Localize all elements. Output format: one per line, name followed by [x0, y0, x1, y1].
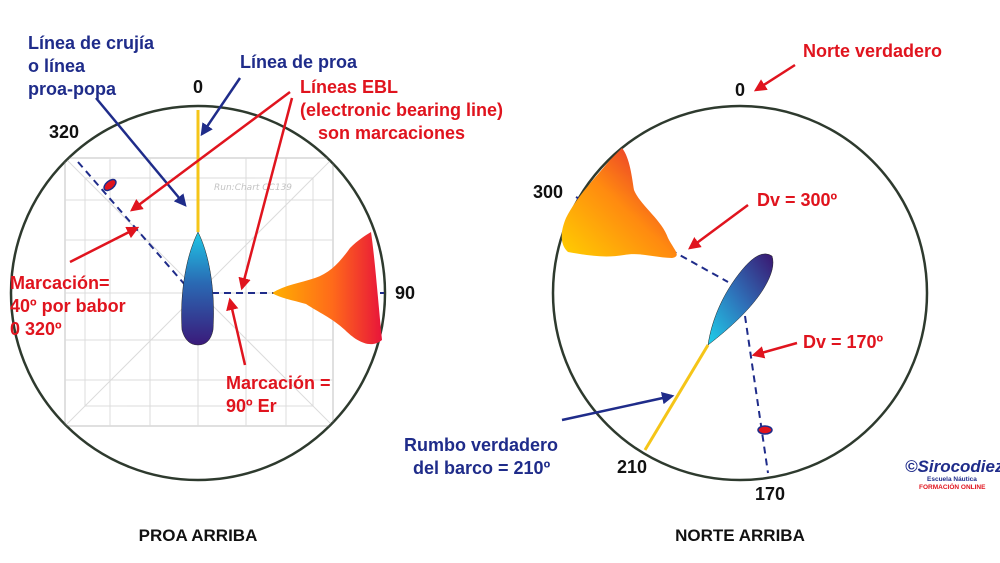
rumbo-arrow: [561, 392, 675, 422]
right-bearing-170: 170: [755, 484, 785, 504]
proa-label: Línea de proa: [240, 52, 358, 72]
ebl-arrow-320: [129, 90, 291, 212]
logo-school: Escuela Náutica: [927, 476, 977, 483]
land-echo-090: [272, 232, 382, 345]
norte-arrow: [753, 63, 796, 92]
rumbo-label-2: del barco = 210º: [413, 458, 551, 478]
logo-online: FORMACIÓN ONLINE: [919, 482, 986, 491]
dv300-arrow: [687, 203, 749, 250]
marcacion-babor-arrow: [69, 226, 140, 264]
land-echo-300: [561, 148, 677, 258]
target-170: [757, 425, 773, 435]
crujia-label-2: o línea: [28, 56, 86, 76]
heading-line-210: [643, 344, 710, 451]
norte-label: Norte verdadero: [803, 41, 942, 61]
left-bearing-90: 90: [395, 283, 415, 303]
proa-arrow: [200, 77, 242, 137]
marcacion-er-label-1: Marcación =: [226, 373, 331, 393]
sirocodiez-logo: ©Sirocodiez Escuela Náutica FORMACIÓN ON…: [905, 457, 1000, 491]
left-radar: Run:Chart CC139 0 320 90 Línea de crujía…: [9, 33, 503, 545]
marcacion-babor-label-3: 0 320º: [10, 319, 62, 339]
right-radar: 0 300 210 170 Norte verdadero Dv = 300º …: [404, 41, 942, 545]
right-caption: NORTE ARRIBA: [675, 526, 805, 545]
right-bearing-210: 210: [617, 457, 647, 477]
dv300-label: Dv = 300º: [757, 190, 838, 210]
own-ship-right: [707, 253, 774, 346]
own-ship-left: [181, 231, 214, 346]
crujia-arrow: [95, 97, 187, 207]
left-bearing-320: 320: [49, 122, 79, 142]
target-320: [103, 178, 117, 192]
left-caption: PROA ARRIBA: [139, 526, 258, 545]
marcacion-er-label-2: 90º Er: [226, 396, 277, 416]
ebl-arrow-090: [238, 97, 294, 291]
ebl-label-2: (electronic bearing line): [300, 100, 503, 120]
marcacion-babor-label-1: Marcación=: [10, 273, 110, 293]
right-bearing-300: 300: [533, 182, 563, 202]
dv170-label: Dv = 170º: [803, 332, 884, 352]
ebl-label-1: Líneas EBL: [300, 77, 398, 97]
ebl-label-3: son marcaciones: [318, 123, 465, 143]
crujia-label-3: proa-popa: [28, 79, 117, 99]
rumbo-label-1: Rumbo verdadero: [404, 435, 558, 455]
marcacion-babor-label-2: 40º por babor: [10, 296, 126, 316]
left-bearing-0: 0: [193, 77, 203, 97]
marcacion-er-arrow: [226, 297, 247, 366]
bearing-170-line: [744, 315, 769, 474]
ebl-320-line: [77, 161, 187, 287]
svg-text:Run:Chart CC139: Run:Chart CC139: [214, 183, 292, 193]
dv170-arrow: [751, 341, 798, 359]
right-bearing-0: 0: [735, 80, 745, 100]
crujia-label-1: Línea de crujía: [28, 33, 155, 53]
logo-brand: ©Sirocodiez: [905, 457, 1000, 476]
